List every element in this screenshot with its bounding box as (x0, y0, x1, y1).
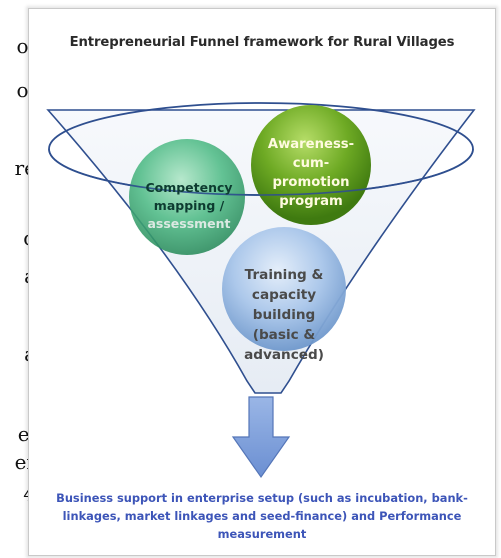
competency-label: Competency mapping / assessment (145, 180, 233, 231)
funnel-figure: Entrepreneurial Funnel framework for Rur… (28, 8, 496, 556)
training-circle (222, 227, 346, 351)
down-arrow-icon (231, 396, 291, 479)
outcome-text: Business support in enterprise setup (su… (56, 491, 468, 541)
competency-circle (129, 139, 245, 255)
funnel-diagram (46, 102, 476, 479)
awareness-label: Awareness- cum- promotion program (267, 137, 355, 209)
training-label: Training & capacity building (basic & ad… (244, 267, 324, 363)
diagram-title: Entrepreneurial Funnel framework for Rur… (69, 35, 455, 50)
